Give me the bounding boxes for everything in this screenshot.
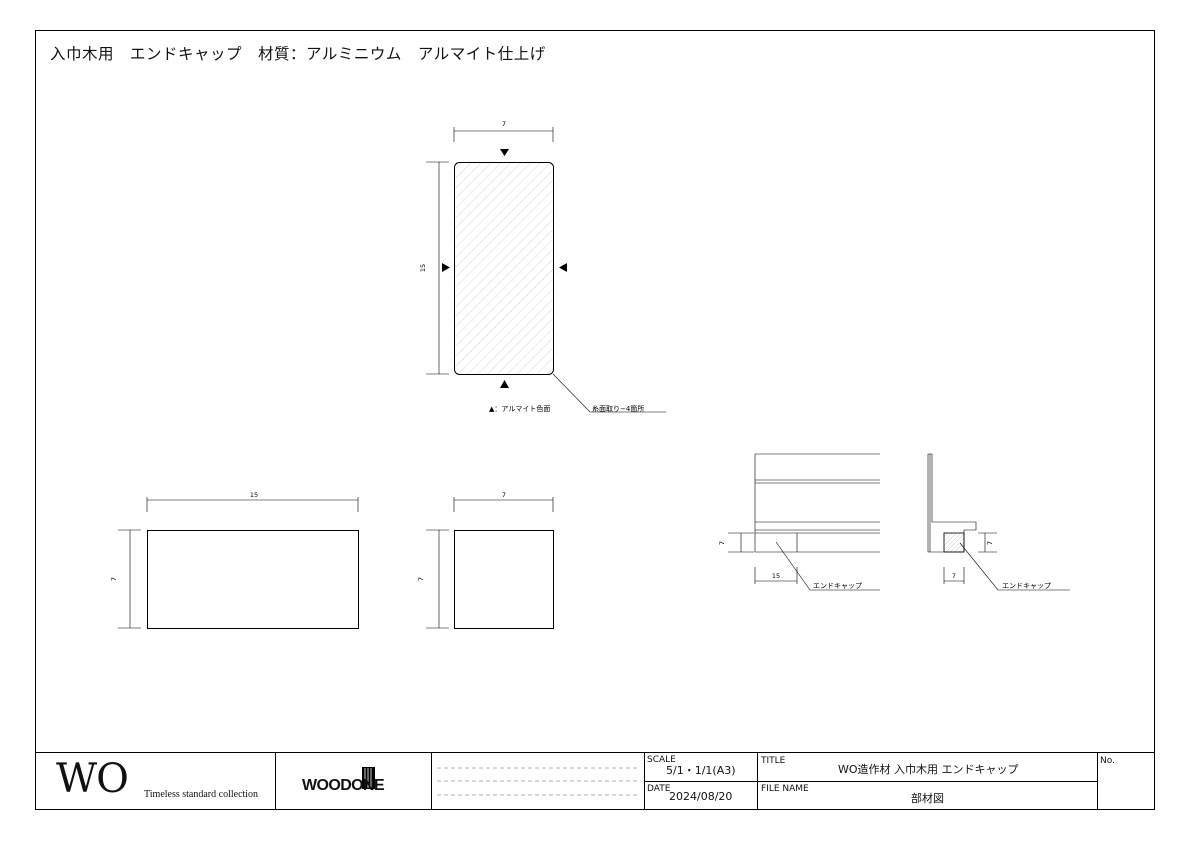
woodone-logo: WOODONE: [302, 777, 385, 794]
chamfer-note: 糸面取り−4箇所: [592, 404, 644, 413]
assembly-side-height-label: 7: [986, 541, 994, 545]
side-view: [426, 497, 554, 629]
assembly-front-width-label: 15: [772, 572, 780, 580]
brand-wordmark: WO: [56, 756, 129, 802]
assembly-front-height-label: 7: [718, 541, 726, 545]
assembly-side-callout: エンドキャップ: [1002, 582, 1051, 590]
front-view: [118, 497, 359, 629]
drawing-header-title: 入巾木用 エンドキャップ 材質：アルミニウム アルマイト仕上げ: [50, 45, 546, 63]
side-width-label: 7: [502, 491, 506, 499]
front-width-label: 15: [250, 491, 258, 499]
marker-bottom-icon: [500, 380, 509, 388]
marker-right-icon: [559, 263, 567, 272]
section-profile: [454, 162, 554, 375]
section-view: [426, 127, 666, 413]
filename-label: FILE NAME: [761, 784, 809, 794]
assembly-front-callout: エンドキャップ: [813, 582, 862, 590]
title-value: WO造作材 入巾木用 エンドキャップ: [838, 763, 1019, 776]
section-width-label: 7: [502, 120, 506, 128]
scale-value: 5/1・1/1(A3): [666, 764, 736, 777]
filename-value: 部材図: [911, 792, 944, 805]
section-height-label: 15: [419, 264, 427, 272]
assembly-side-width-label: 7: [952, 572, 956, 580]
title-block: [35, 752, 1155, 810]
no-label: No.: [1100, 756, 1115, 766]
assembly-side-view: [927, 453, 1070, 591]
assembly-front-view: [728, 453, 880, 591]
brand-tagline: Timeless standard collection: [144, 789, 259, 800]
title-label: TITLE: [761, 756, 786, 766]
woodone-emblem-icon: [362, 767, 375, 789]
date-value: 2024/08/20: [669, 790, 733, 803]
date-label: DATE: [647, 784, 671, 794]
sheet-border: [35, 30, 1155, 810]
marker-left-icon: [442, 263, 450, 272]
marker-top-icon: [500, 149, 509, 156]
side-height-label: 7: [417, 577, 425, 581]
scale-label: SCALE: [647, 755, 676, 765]
front-height-label: 7: [110, 577, 118, 581]
legend-note: ▲：アルマイト色面: [489, 404, 550, 413]
